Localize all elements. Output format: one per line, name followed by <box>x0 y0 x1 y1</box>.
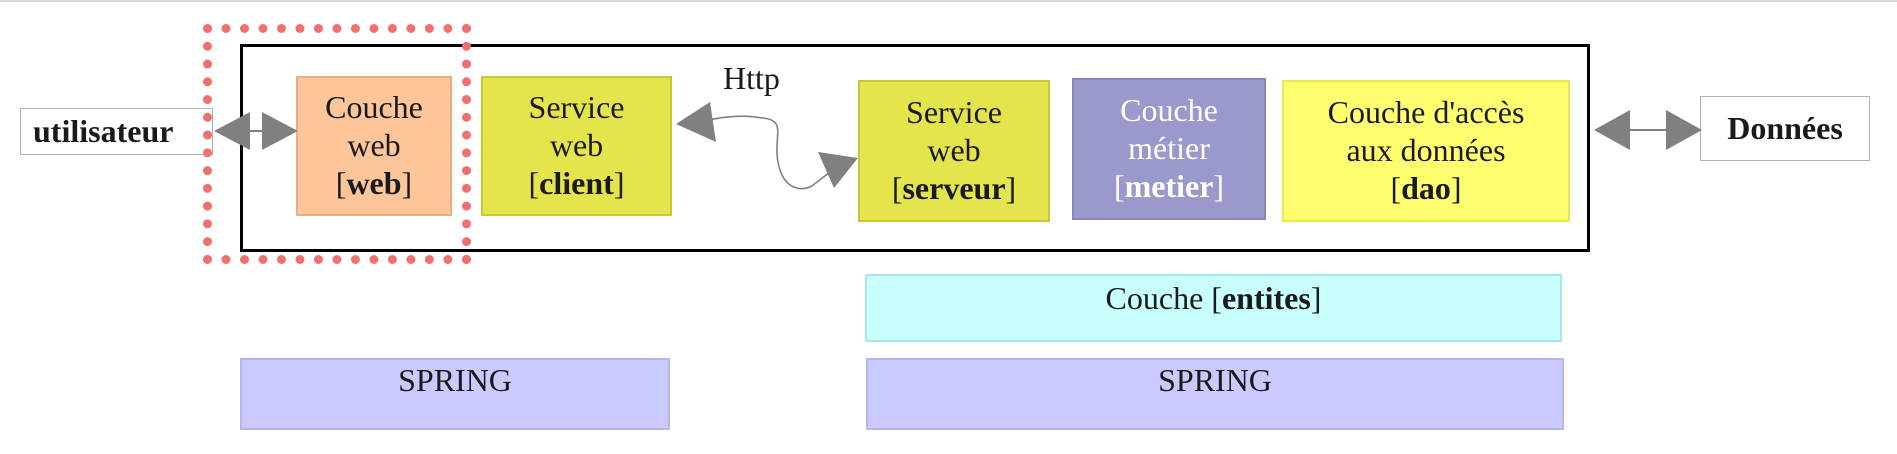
http-protocol-label: Http <box>723 60 780 96</box>
client-service-line1: Service <box>528 89 625 126</box>
web-layer-box: Couche web [web] <box>296 76 452 216</box>
spring-client-box: SPRING <box>240 358 670 430</box>
web-layer-open-bracket: [ <box>335 164 347 201</box>
business-layer-box: Couche métier [metier] <box>1072 78 1266 220</box>
server-service-tag-line: [serveur] <box>892 170 1016 208</box>
dao-layer-close-bracket: ] <box>1450 169 1462 206</box>
entities-layer-box: Couche [entites] <box>865 274 1562 342</box>
user-web-arrow <box>214 112 298 150</box>
server-service-open-bracket: [ <box>891 169 903 206</box>
web-layer-line2: web <box>347 127 401 164</box>
spring-server-label: SPRING <box>1158 362 1272 398</box>
entities-layer-close-bracket: ] <box>1310 280 1322 316</box>
web-layer-tag: web <box>346 164 402 201</box>
web-layer-line1: Couche <box>325 89 423 126</box>
dao-layer-tag-line: [dao] <box>1390 170 1461 208</box>
business-layer-line2: métier <box>1128 130 1210 167</box>
web-layer-highlight <box>203 24 471 264</box>
client-service-close-bracket: ] <box>613 164 625 201</box>
server-service-tag: serveur <box>902 169 1006 206</box>
dao-layer-open-bracket: [ <box>1390 169 1402 206</box>
data-store-box: Données <box>1700 96 1870 161</box>
server-service-line1: Service <box>906 94 1002 131</box>
business-layer-line1: Couche <box>1120 92 1218 129</box>
entities-layer-prefix: Couche <box>1105 280 1212 316</box>
business-layer-close-bracket: ] <box>1213 167 1225 204</box>
server-service-box: Service web [serveur] <box>858 80 1050 222</box>
spring-client-label: SPRING <box>398 362 512 398</box>
spring-server-box: SPRING <box>866 358 1564 430</box>
client-service-open-bracket: [ <box>528 164 540 201</box>
client-service-box: Service web [client] <box>481 76 672 216</box>
application-frame <box>240 44 1590 252</box>
server-service-close-bracket: ] <box>1005 169 1017 206</box>
business-layer-tag-line: [metier] <box>1114 168 1224 206</box>
data-store-label: Données <box>1727 110 1843 146</box>
client-service-tag: client <box>539 164 614 201</box>
entities-layer-label: Couche [entites] <box>1106 280 1322 318</box>
business-layer-tag: metier <box>1124 167 1214 204</box>
web-layer-tag-line: [web] <box>336 165 412 203</box>
client-service-line2: web <box>549 127 604 164</box>
server-service-line2: web <box>927 132 981 169</box>
entities-layer-tag: entites <box>1221 280 1311 316</box>
dao-layer-line1: Couche d'accès <box>1327 94 1525 131</box>
web-layer-close-bracket: ] <box>401 164 413 201</box>
entities-layer-open-bracket: [ <box>1211 280 1222 316</box>
dao-data-arrow <box>1594 110 1702 150</box>
http-connector-arrow <box>676 102 858 190</box>
dao-layer-line2: aux données <box>1346 132 1506 169</box>
top-divider <box>0 0 1897 2</box>
dao-layer-box: Couche d'accès aux données [dao] <box>1282 80 1570 222</box>
business-layer-open-bracket: [ <box>1113 167 1125 204</box>
user-actor-label: utilisateur <box>33 113 174 149</box>
user-actor-box: utilisateur <box>20 108 213 155</box>
client-service-tag-line: [client] <box>529 165 625 203</box>
dao-layer-tag: dao <box>1401 169 1451 206</box>
